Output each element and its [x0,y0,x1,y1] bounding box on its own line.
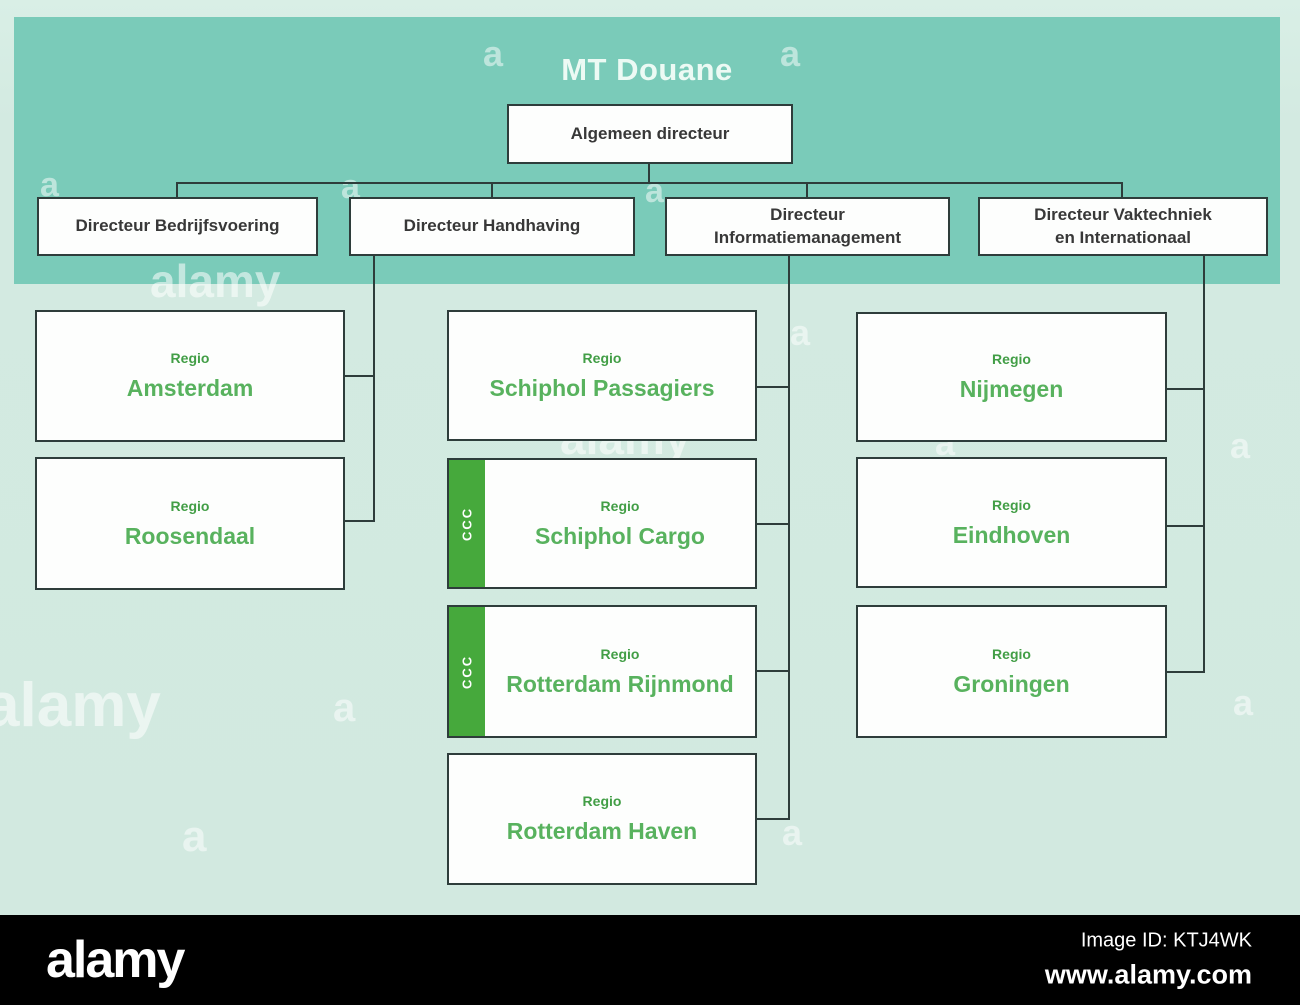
region-box-schiphol-passagiers: Regio Schiphol Passagiers [447,310,757,441]
alamy-watermark-letter: a [40,166,59,204]
alamy-watermark-letter: a [1230,425,1251,466]
regio-name: Amsterdam [126,375,254,401]
regio-name: Nijmegen [959,376,1064,402]
region-box-nijmegen: Regio Nijmegen [856,312,1167,442]
connector-column-2 [788,256,790,820]
connector-branch [1167,525,1205,527]
alamy-watermark-letter: a [790,312,811,353]
connector-branch [757,670,790,672]
alamy-footer-bar: alamy Image ID: KTJ4WK www.alamy.com [0,915,1300,1005]
region-box-rotterdam-haven: Regio Rotterdam Haven [447,753,757,885]
org-box-label-line1: Directeur Bedrijfsvoering [75,216,280,236]
chart-title: MT Douane [561,52,733,87]
connector-drop [491,182,493,197]
connector-column-1 [373,256,375,522]
regio-label: Regio [992,496,1031,513]
connector-branch [1167,671,1205,673]
org-box-label-line2: en Internationaal [1054,227,1192,247]
alamy-watermark-letter: a [1233,682,1254,723]
alamy-watermark-letter: a [483,33,504,74]
connector-drop [176,182,178,197]
regio-label: Regio [582,793,622,809]
connector-branch [345,375,375,377]
connector-branch [757,523,790,525]
org-box-directeur-handhaving: Directeur Handhaving [349,197,635,256]
regio-label: Regio [992,351,1031,367]
connector-branch [345,520,375,522]
connector-branch [1167,388,1205,390]
image-id-text: Image ID: KTJ4WK [1080,929,1252,952]
ccc-tab: CCC [449,460,485,587]
org-box-label-line1: Directeur Handhaving [403,216,581,236]
org-box-directeur-bedrijfsvoering: Directeur Bedrijfsvoering [37,197,318,256]
org-box-label-line2: Informatiemanagement [713,227,902,247]
regio-name: Rotterdam Haven [506,818,698,844]
regio-name: Schiphol Passagiers [489,374,715,401]
regio-label: Regio [600,497,640,514]
regio-name: Groningen [953,670,1070,697]
regio-name: Schiphol Cargo [535,522,705,549]
connector-drop [1121,182,1123,197]
alamy-watermark-letter: a [333,686,356,730]
regio-label: Regio [582,349,622,366]
alamy-logo: alamy [46,931,185,989]
region-box-roosendaal: Regio Roosendaal [35,457,345,590]
connector-horizontal [176,182,1123,184]
regio-name: Rotterdam Rijnmond [506,670,734,697]
org-box-label: Algemeen directeur [570,123,730,143]
org-box-algemeen-directeur: Algemeen directeur [507,104,793,164]
org-box-label-line1: Directeur [770,204,845,224]
region-box-groningen: Regio Groningen [856,605,1167,738]
connector-branch [757,386,790,388]
alamy-url-text: www.alamy.com [1044,959,1252,990]
regio-label: Regio [992,645,1031,662]
alamy-watermark-letter: a [782,812,803,853]
regio-label: Regio [170,497,210,514]
regio-label: Regio [600,645,640,662]
regio-label: Regio [170,350,210,366]
region-box-amsterdam: Regio Amsterdam [35,310,345,442]
alamy-watermark-letter: a [182,812,207,861]
org-box-directeur-vaktechniek: Directeur Vaktechniek en Internationaal [978,197,1268,256]
region-box-eindhoven: Regio Eindhoven [856,457,1167,588]
alamy-watermark-word: alamy [0,671,161,740]
org-box-directeur-informatiemanagement: Directeur Informatiemanagement [665,197,950,256]
connector-branch [757,818,790,820]
alamy-watermark-letter: a [780,33,801,74]
regio-name: Roosendaal [124,522,256,549]
ccc-tab: CCC [449,607,485,736]
region-box-schiphol-cargo: CCC Regio Schiphol Cargo [447,458,757,589]
alamy-watermark-letter: a [341,168,360,206]
regio-name: Eindhoven [952,521,1071,548]
region-box-rotterdam-rijnmond: CCC Regio Rotterdam Rijnmond [447,605,757,738]
org-box-label-line1: Directeur Vaktechniek [1034,204,1212,224]
connector-column-3 [1203,256,1205,673]
alamy-watermark-word: alamy [150,255,281,307]
connector-drop [806,182,808,197]
connector-root-stem [648,164,650,184]
